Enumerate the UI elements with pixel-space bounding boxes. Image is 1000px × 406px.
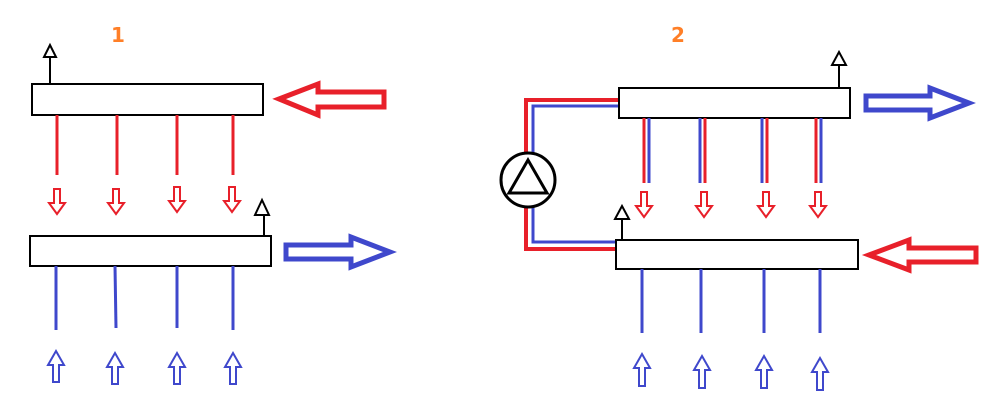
diagram-1: 1: [29, 23, 397, 385]
circulation-pump-icon: [499, 151, 557, 209]
air-vent-icon: [613, 203, 631, 240]
air-vent-icon: [42, 42, 58, 84]
supply-manifold: [31, 83, 264, 116]
return-pipes: [54, 265, 235, 330]
bottom-manifold-pipes: [640, 269, 822, 333]
top-manifold: [618, 87, 851, 119]
bottom-manifold: [615, 239, 859, 270]
down-arrow-icon: [634, 191, 654, 219]
flow-arrow-icon: [283, 233, 397, 271]
supply-pipes: [55, 115, 235, 175]
air-vent-icon: [253, 197, 271, 236]
down-arrow-icon: [222, 186, 242, 214]
diagram-1-label: 1: [111, 23, 125, 47]
up-arrow-icon: [692, 353, 712, 389]
up-arrow-icon: [223, 350, 243, 385]
down-arrow-icon: [47, 188, 67, 216]
return-manifold: [29, 235, 272, 267]
up-arrow-icon: [632, 351, 652, 387]
down-arrow-icon: [694, 191, 714, 219]
up-arrow-icon: [810, 355, 830, 391]
air-vent-icon: [830, 49, 848, 88]
flow-arrow-icon: [272, 80, 387, 119]
up-arrow-icon: [105, 350, 125, 385]
return-flow-arrows: [46, 348, 243, 385]
flow-arrow-icon: [863, 84, 976, 122]
top-manifold-pipes: [642, 118, 823, 183]
flow-arrow-icon: [861, 236, 979, 274]
up-arrow-icon: [46, 348, 66, 383]
top-manifold-flow-arrows: [634, 191, 828, 219]
supply-flow-arrows: [47, 186, 242, 216]
down-arrow-icon: [756, 191, 776, 219]
diagram-2-label: 2: [671, 23, 685, 47]
bottom-manifold-flow-arrows: [632, 351, 830, 391]
down-arrow-icon: [167, 186, 187, 214]
down-arrow-icon: [106, 188, 126, 216]
up-arrow-icon: [167, 350, 187, 385]
down-arrow-icon: [808, 191, 828, 219]
diagram-2: 2: [499, 23, 979, 391]
up-arrow-icon: [754, 353, 774, 389]
